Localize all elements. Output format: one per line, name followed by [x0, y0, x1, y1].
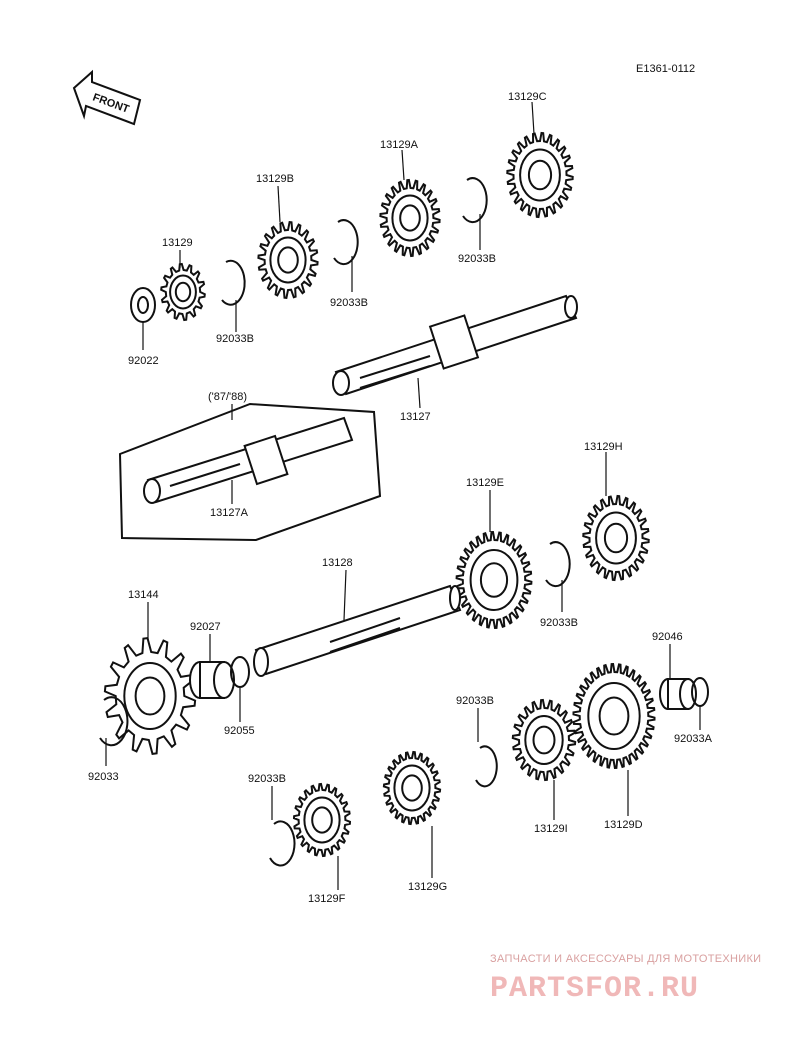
label-92033B-3: 92033B — [458, 253, 496, 265]
sprocket-13144 — [103, 637, 197, 755]
label-92033B-6: 92033B — [248, 773, 286, 785]
gear-hub — [527, 159, 553, 191]
label-92055: 92055 — [224, 725, 255, 737]
gear-hub — [603, 522, 629, 554]
gear-ring — [269, 236, 307, 284]
label-92033A: 92033A — [674, 733, 713, 745]
gear-ring — [469, 549, 519, 611]
label-13129: 13129 — [162, 237, 193, 249]
gear-body — [506, 131, 574, 219]
mainshaft-13127A — [143, 416, 354, 504]
gear-hub — [311, 806, 333, 834]
watermark: ЗАПЧАСТИ И АКСЕССУАРЫ ДЛЯ МОТОТЕХНИКИ PA… — [490, 953, 761, 1006]
gear-13129I — [511, 698, 577, 782]
needle-bearing-92046 — [659, 678, 697, 710]
watermark-tagline: ЗАПЧАСТИ И АКСЕССУАРЫ ДЛЯ МОТОТЕХНИКИ — [490, 953, 761, 965]
washer-92022 — [130, 287, 156, 323]
gear-body — [103, 637, 197, 755]
gear-hub — [399, 204, 421, 232]
label-13129C: 13129C — [508, 91, 547, 103]
gear-ring — [519, 148, 561, 202]
gear-body — [160, 262, 206, 322]
circlip-92033B-4 — [545, 541, 571, 588]
circlip-92033 — [99, 696, 129, 747]
gear-hub — [598, 696, 630, 736]
label-13129H: 13129H — [584, 441, 623, 453]
gear-hub — [277, 246, 299, 274]
label-92033: 92033 — [88, 771, 119, 783]
gear-ring — [587, 682, 641, 750]
label-13129E: 13129E — [466, 477, 504, 489]
label-13129D: 13129D — [604, 819, 643, 831]
label-92033B-4: 92033B — [540, 617, 578, 629]
gear-ring — [391, 194, 429, 242]
gear-13129D — [572, 662, 656, 770]
gear-ring — [595, 511, 637, 565]
watermark-brand: PARTSFOR.RU — [490, 972, 699, 1006]
diagram-code: E1361-0112 — [636, 63, 695, 75]
gear-body — [582, 494, 650, 582]
circlip-92033B-6 — [475, 745, 498, 788]
gear-ring — [303, 796, 341, 844]
gear-13129G — [382, 750, 442, 826]
gear-ring — [393, 764, 431, 812]
label-13129A: 13129A — [380, 139, 419, 151]
gear-ring — [524, 715, 564, 765]
label-13127: 13127 — [400, 411, 431, 423]
gear-hub — [174, 281, 192, 303]
label-92033B-1: 92033B — [216, 333, 254, 345]
gear-body — [257, 221, 319, 299]
part-labels: 13129 13129B 13129A 13129C 92022 92033B … — [88, 91, 713, 905]
oring-92055 — [230, 656, 250, 688]
gear-13129C — [506, 131, 574, 219]
gear-body — [379, 178, 441, 258]
circlip-92033B-3 — [462, 177, 488, 224]
gear-hub — [134, 676, 166, 716]
label-92033B-5: 92033B — [456, 695, 494, 707]
circlip-92033B-1 — [221, 259, 246, 306]
label-92022: 92022 — [128, 355, 159, 367]
gear-body — [572, 662, 656, 770]
gear-ring — [169, 274, 197, 310]
gear-13129 — [160, 262, 206, 322]
gear-13129F — [292, 782, 352, 858]
label-13129I: 13129I — [534, 823, 568, 835]
gear-hub — [479, 562, 509, 598]
label-92033B-2: 92033B — [330, 297, 368, 309]
front-arrow-icon: FRONT — [72, 69, 142, 126]
label-13127A: 13127A — [210, 507, 249, 519]
variant-box — [118, 402, 382, 542]
gear-body — [455, 530, 533, 630]
driveshaft-13128 — [253, 584, 462, 677]
variant-note: ('87/'88) — [208, 391, 247, 403]
label-13129B: 13129B — [256, 173, 294, 185]
label-13144: 13144 — [128, 589, 159, 601]
gear-body — [292, 782, 352, 858]
gear-13129A — [379, 178, 441, 258]
label-13129G: 13129G — [408, 881, 447, 893]
gear-13129B — [257, 221, 319, 299]
gear-hub — [401, 774, 423, 802]
label-92046: 92046 — [652, 631, 683, 643]
label-13129F: 13129F — [308, 893, 346, 905]
gear-body — [511, 698, 577, 782]
mainshaft-13127 — [332, 294, 578, 396]
gear-ring — [123, 662, 177, 730]
circlip-92033B-2 — [333, 219, 359, 266]
label-92027: 92027 — [190, 621, 221, 633]
gear-body — [382, 750, 442, 826]
gear-13129E — [455, 530, 533, 630]
gear-hub — [532, 725, 556, 755]
collar-92027 — [189, 661, 235, 699]
circlip-92033B-5 — [269, 820, 296, 867]
leader-lines — [105, 101, 701, 890]
label-13128: 13128 — [322, 557, 353, 569]
gear-13129H — [582, 494, 650, 582]
